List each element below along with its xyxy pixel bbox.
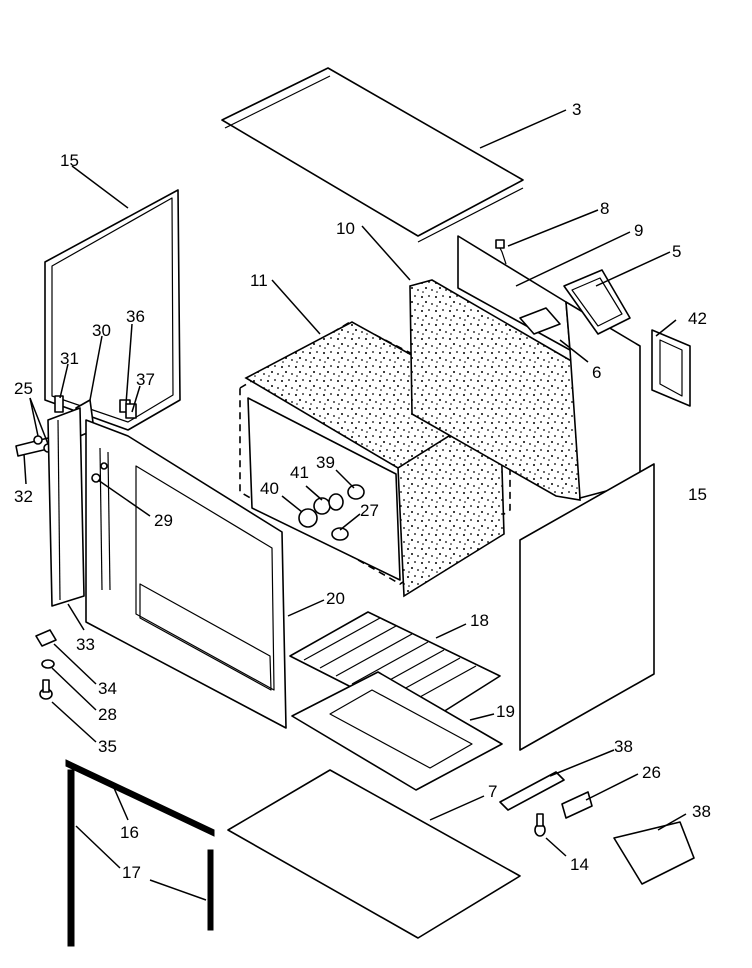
part-8-clip: [495, 239, 507, 265]
callout-16: 16: [120, 823, 139, 842]
callout-32: 32: [14, 487, 33, 506]
callout-37: 37: [136, 370, 155, 389]
callout-39: 39: [316, 453, 335, 472]
part-15-right-side-panel: [519, 463, 655, 751]
part-7-bottom-plate: [227, 769, 521, 939]
callout-18: 18: [470, 611, 489, 630]
part-3-top-panel: [221, 67, 524, 243]
right-small-brackets: [499, 771, 695, 885]
callout-34: 34: [98, 679, 117, 698]
part-20-front-frame: [85, 419, 287, 729]
callout-9: 9: [634, 221, 643, 240]
callout-19: 19: [496, 702, 515, 721]
part-19-bottom-panel: [291, 671, 503, 791]
lamp-assembly: [298, 484, 365, 541]
callout-15-right: 15: [688, 485, 707, 504]
callout-30: 30: [92, 321, 111, 340]
callout-26: 26: [642, 763, 661, 782]
part-16-17-seals: [65, 759, 215, 947]
part-15-left-side-panel: [44, 189, 181, 431]
callout-5: 5: [672, 242, 681, 261]
part-42-bracket: [651, 329, 691, 407]
callout-35: 35: [98, 737, 117, 756]
callout-15-left: 15: [60, 151, 79, 170]
callout-11: 11: [250, 271, 268, 290]
callout-8: 8: [600, 199, 609, 218]
callout-33: 33: [76, 635, 95, 654]
callout-14: 14: [570, 855, 589, 874]
leveling-leg-assembly: [35, 629, 57, 700]
callout-41: 41: [290, 463, 309, 482]
part-10-rear-insulation: [409, 279, 581, 501]
callout-38-lower: 38: [692, 802, 711, 821]
callout-40: 40: [260, 479, 279, 498]
part-33-frame-strip: [47, 407, 85, 607]
callout-29: 29: [154, 511, 173, 530]
callout-28: 28: [98, 705, 117, 724]
callout-27: 27: [360, 501, 379, 520]
leader-lines: [23, 109, 687, 901]
part-11-oven-cavity: [239, 321, 511, 598]
callout-20: 20: [326, 589, 345, 608]
callout-7: 7: [488, 782, 497, 801]
callout-10: 10: [336, 219, 355, 238]
callout-3: 3: [572, 100, 581, 119]
callout-25: 25: [14, 379, 33, 398]
callout-labels: 3 8 9 10 5 11 15 42 6 30 36 31 37 25 32 …: [14, 100, 711, 882]
callout-38-upper: 38: [614, 737, 633, 756]
callout-42: 42: [688, 309, 707, 328]
callout-31: 31: [60, 349, 79, 368]
callout-17: 17: [122, 863, 141, 882]
callout-36: 36: [126, 307, 145, 326]
callout-6: 6: [592, 363, 601, 382]
